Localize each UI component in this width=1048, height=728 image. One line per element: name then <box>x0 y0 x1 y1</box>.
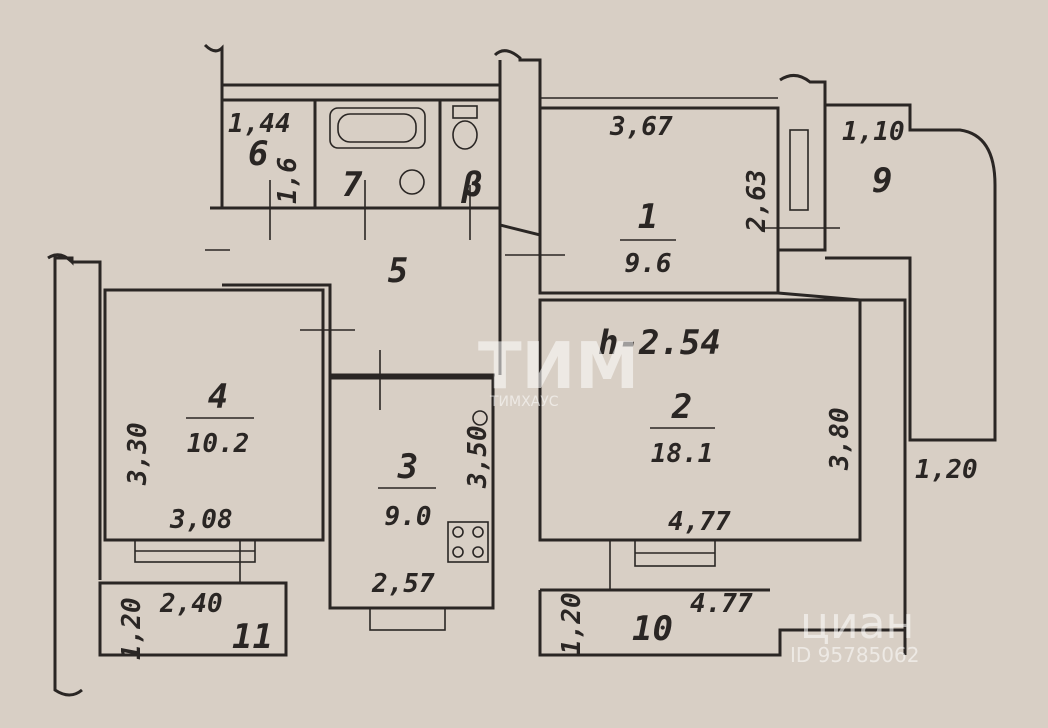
room-4-area: 10.2 <box>187 429 250 459</box>
room-2-area: 18.1 <box>651 439 714 469</box>
right-pillar <box>778 74 827 252</box>
room-2-depth: 3,80 <box>825 407 855 471</box>
stove-burner-1 <box>452 526 464 538</box>
bathtub <box>329 107 426 149</box>
room-3-depth: 3,50 <box>463 425 493 489</box>
room-10-width: 4.77 <box>690 589 753 619</box>
stove-burner-4 <box>472 546 484 558</box>
ceiling-height: h-2.54 <box>598 323 721 363</box>
room-11-width: 2,40 <box>159 589 223 619</box>
room-5-number: 5 <box>388 251 408 291</box>
room-8-number: β <box>460 165 482 205</box>
room-6-depth: 1,6 <box>273 157 303 204</box>
stove <box>447 521 489 563</box>
room-2-number: 2 <box>671 387 692 427</box>
room-2-right-outer <box>777 291 907 655</box>
room-7-number: 7 <box>342 165 363 205</box>
room-11-number: 11 <box>232 617 273 657</box>
room-10-depth: 1,20 <box>557 592 587 655</box>
room-1-depth: 2,63 <box>742 169 772 233</box>
room-1-width: 3,67 <box>609 112 673 142</box>
room-3-area: 9.0 <box>385 502 432 532</box>
bathtub-inner <box>337 113 417 143</box>
room-10-number: 10 <box>632 609 673 649</box>
outer-left-wall <box>47 253 83 697</box>
room-2-width: 4,77 <box>668 507 731 537</box>
sink <box>399 169 425 195</box>
balcony-9-walls <box>825 103 997 442</box>
cian-logo: циан <box>800 598 914 649</box>
room-4-depth: 3,30 <box>123 422 153 486</box>
outer-left-wall-inner <box>72 260 102 580</box>
room-1-window <box>789 129 809 211</box>
room-3-width: 2,57 <box>371 569 435 599</box>
toilet <box>452 120 478 150</box>
timhaus-name: ТИМХАУС <box>489 394 559 410</box>
room-6-number: 6 <box>248 134 268 174</box>
toilet-tank <box>452 105 478 119</box>
room-11-depth: 1,20 <box>117 597 147 660</box>
gas-riser <box>472 410 488 426</box>
stove-burner-2 <box>472 526 484 538</box>
room-4-width: 3,08 <box>169 505 233 535</box>
stove-burner-3 <box>452 546 464 558</box>
room-9-ext: 1,20 <box>915 455 978 485</box>
room-3-window <box>369 607 446 631</box>
room-9-number: 9 <box>872 161 892 201</box>
room-6-width: 1,44 <box>228 109 291 139</box>
timhaus-logo: ТИМ <box>478 330 639 404</box>
room-9-width: 1,10 <box>842 117 905 147</box>
room-3-number: 3 <box>397 447 418 487</box>
loggia-11-walls <box>98 581 288 657</box>
bath-block-top <box>203 43 500 208</box>
loggia-10-walls <box>538 588 905 657</box>
room-1-number: 1 <box>638 197 658 237</box>
room-1-walls <box>538 106 780 295</box>
room-4-number: 4 <box>208 377 228 417</box>
room-1-area: 9.6 <box>625 249 672 279</box>
cian-listing-id: ID 95785062 <box>790 643 919 667</box>
